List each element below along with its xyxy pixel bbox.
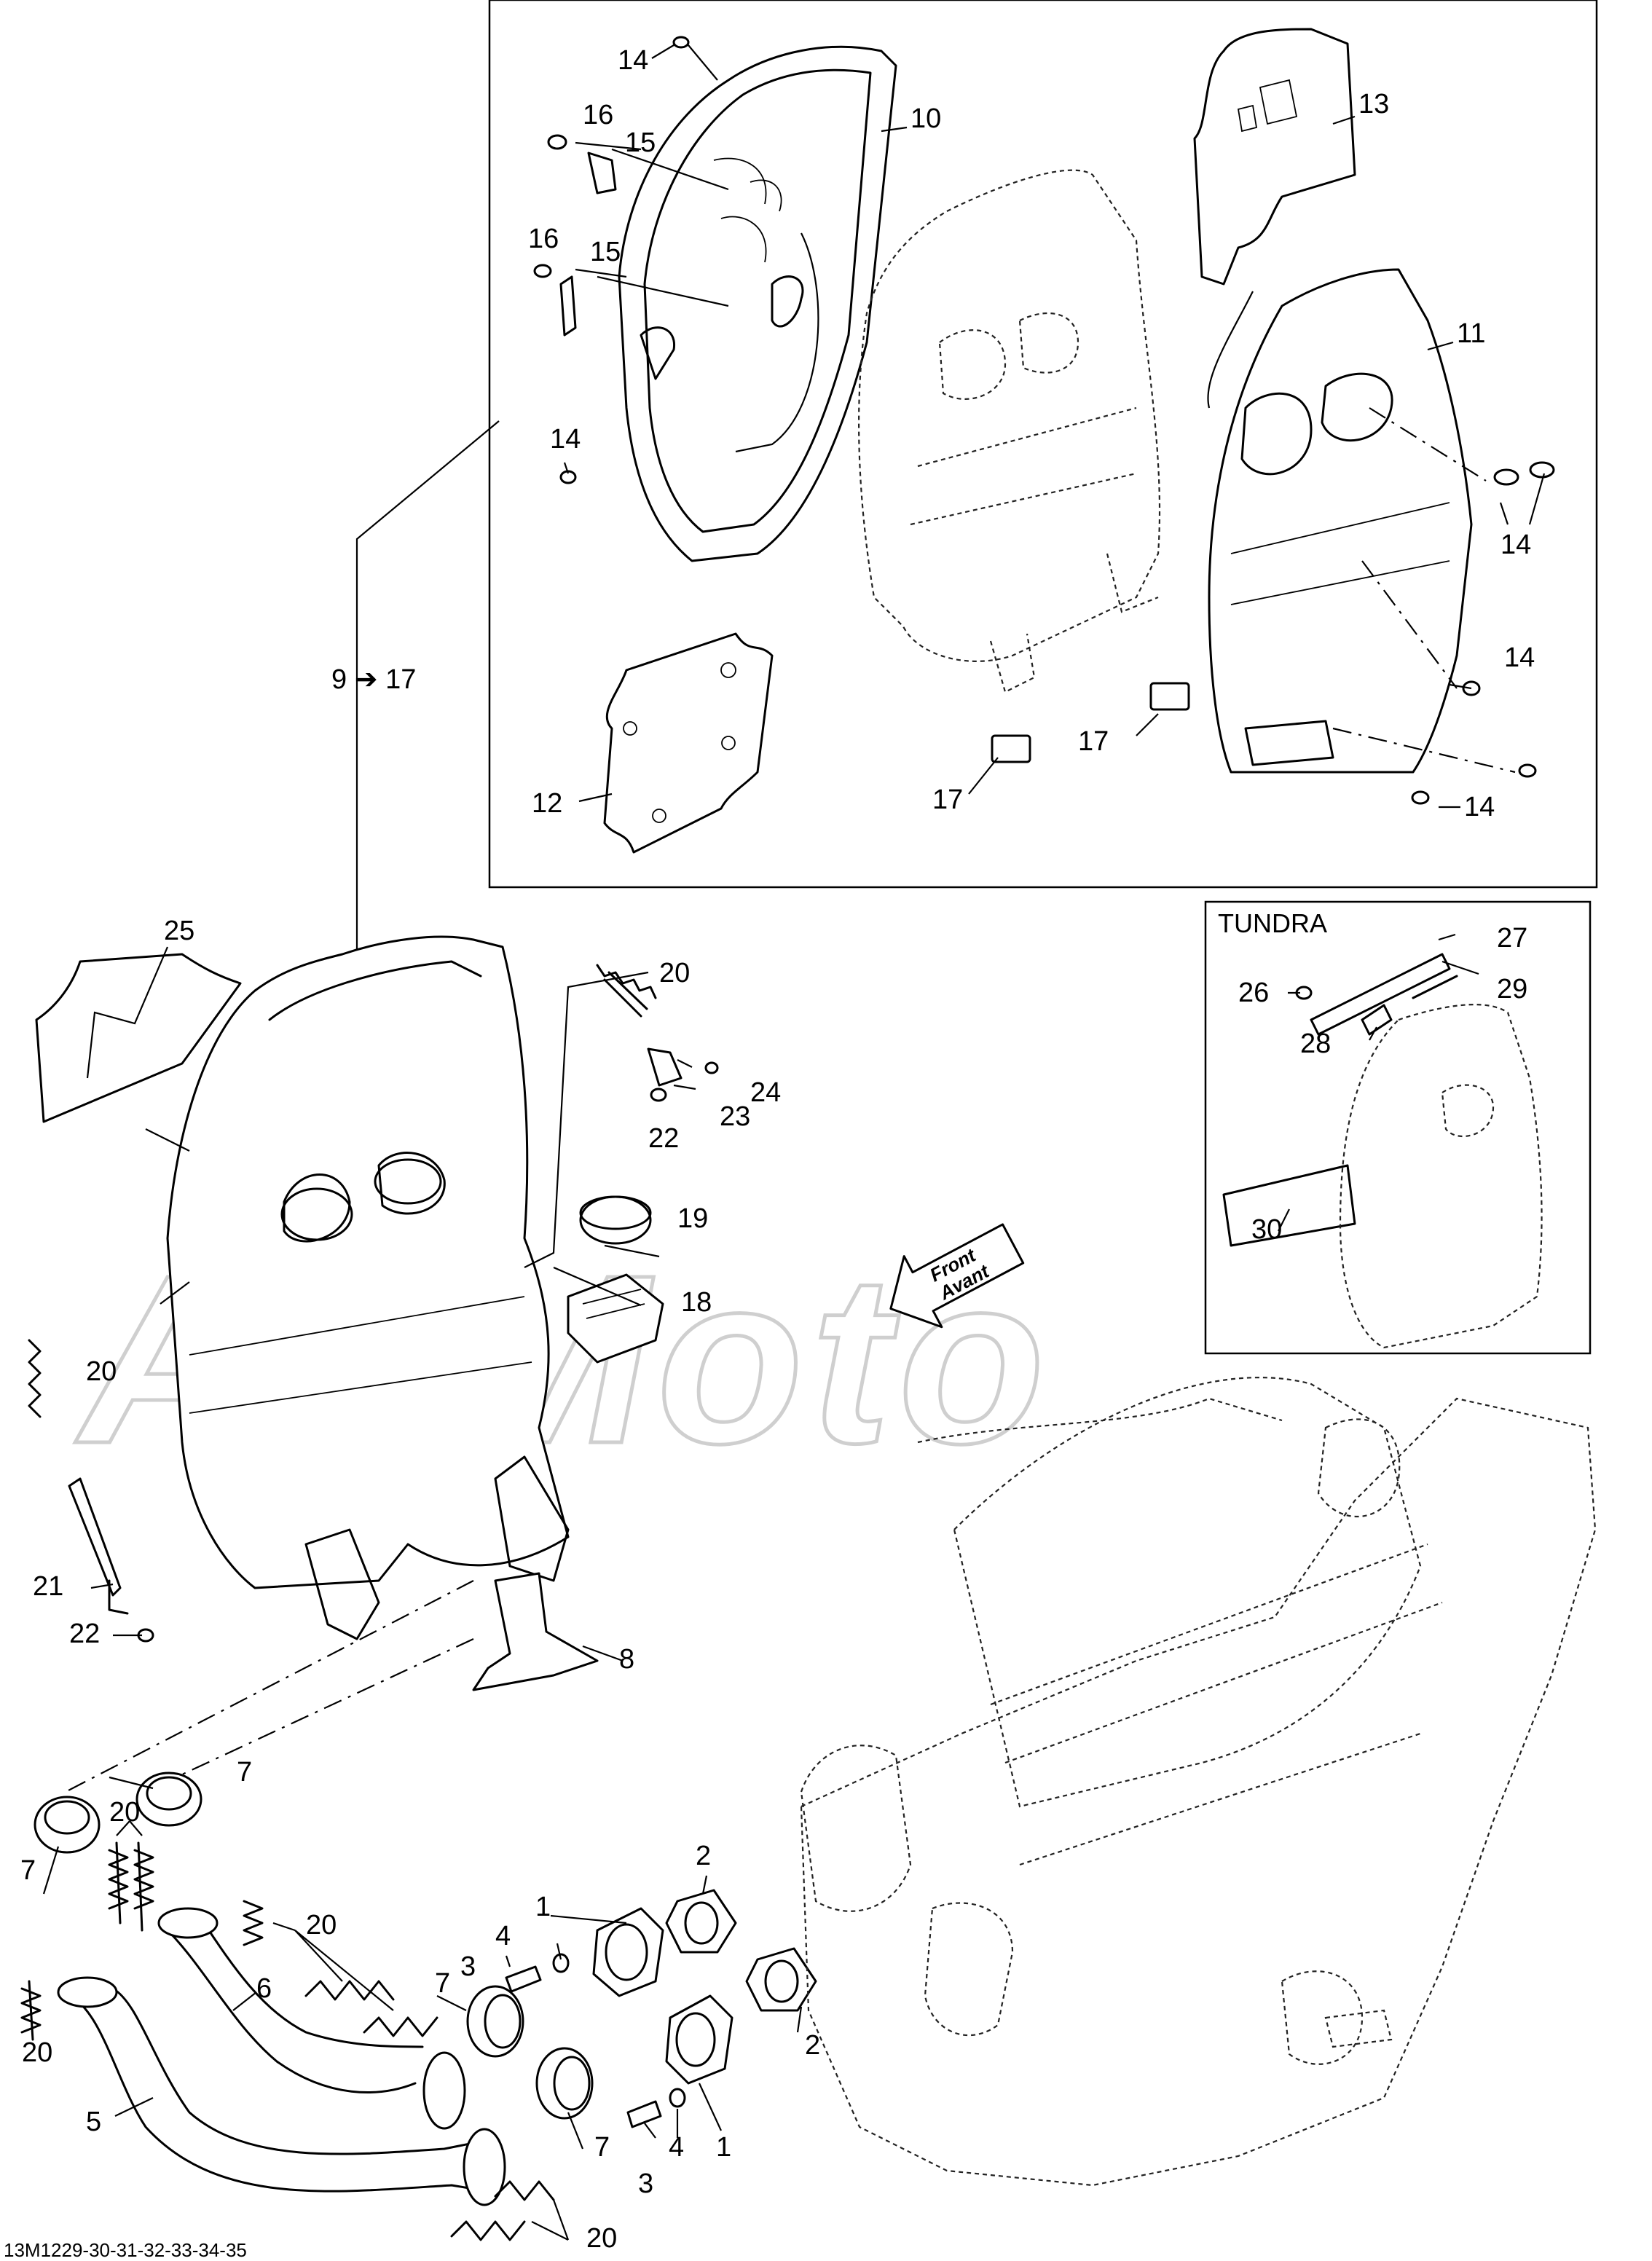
callout-25: 25 (164, 916, 194, 946)
callout-3b: 3 (638, 2168, 653, 2199)
exhaust-pipes[interactable] (57, 1907, 506, 2206)
cover-part-10[interactable] (618, 45, 897, 562)
callout-10: 10 (910, 103, 941, 134)
callout-23: 23 (720, 1101, 750, 1132)
callout-4b: 4 (669, 2132, 684, 2163)
callout-15a: 15 (625, 127, 656, 158)
engine-ghost (800, 1377, 1597, 2187)
callout-14d: 14 (1504, 642, 1535, 673)
callout-8: 8 (619, 1644, 634, 1675)
grommet-part-19[interactable] (579, 1195, 652, 1245)
callout-1a: 1 (535, 1892, 551, 1922)
spring-part-20[interactable] (28, 964, 657, 1418)
callout-7d: 7 (594, 2132, 610, 2163)
template-part-25[interactable] (35, 953, 242, 1123)
bolts-part-3[interactable] (505, 1965, 662, 2128)
bracket-part-21[interactable] (68, 1477, 129, 1615)
callout-21: 21 (33, 1571, 63, 1602)
callout-20d: 20 (306, 1910, 337, 1940)
leaders-top (350, 44, 1546, 1026)
callout-14a: 14 (618, 45, 648, 76)
callout-20b: 20 (86, 1356, 117, 1387)
callout-22a: 22 (69, 1619, 100, 1649)
flanges-part-1[interactable] (592, 1907, 733, 2085)
washer-part-24[interactable] (704, 1061, 719, 1074)
callout-15b: 15 (590, 237, 621, 267)
callout-17b: 17 (932, 785, 963, 815)
damper-block-17b[interactable] (1149, 682, 1190, 711)
callout-20c: 20 (109, 1797, 140, 1828)
callout-19: 19 (677, 1203, 708, 1234)
callout-29: 29 (1497, 974, 1527, 1004)
callout-5: 5 (86, 2107, 101, 2137)
callout-18: 18 (681, 1287, 712, 1318)
damper-block-17a[interactable] (991, 734, 1031, 763)
damper-part-18[interactable] (567, 1273, 664, 1364)
springs-bottom-20[interactable] (20, 1841, 555, 2241)
washers-part-4[interactable] (552, 1953, 686, 2108)
reference-code: 13M1229-30-31-32-33-34-35 (4, 2239, 247, 2261)
callout-4a: 4 (495, 1921, 511, 1951)
tundra-title: TUNDRA (1218, 908, 1327, 938)
callout-6: 6 (256, 1973, 272, 2004)
heat-shield-part-11[interactable] (1208, 268, 1473, 774)
callout-13: 13 (1358, 89, 1389, 119)
callout-16b: 16 (528, 224, 559, 254)
silencer-main[interactable] (166, 935, 570, 1640)
callout-2b: 2 (805, 2030, 820, 2061)
callout-12: 12 (532, 788, 562, 819)
callout-11: 11 (1457, 318, 1485, 349)
bracket-part-23[interactable] (647, 1047, 683, 1087)
plate-part-8[interactable] (472, 1572, 599, 1691)
callout-2a: 2 (696, 1841, 711, 1871)
leaders-main (65, 946, 696, 1793)
gasket-part-13[interactable] (1193, 28, 1356, 286)
callout-30: 30 (1251, 1214, 1282, 1245)
silencer-ghost-center (858, 169, 1161, 693)
callout-7b: 7 (20, 1855, 36, 1886)
screw-part-22b[interactable] (650, 1088, 667, 1102)
callout-labels: 14 10 13 16 15 16 15 11 14 14 9 ➔ 17 14 … (4, 45, 1535, 2261)
callout-9-17: 9 ➔ 17 (331, 664, 416, 695)
callout-20e: 20 (22, 2037, 52, 2068)
callout-3a: 3 (460, 1951, 476, 1982)
callout-7a: 7 (237, 1757, 252, 1788)
fasteners-14-15-16 (533, 36, 1555, 805)
tundra-parts (1222, 953, 1543, 1349)
callout-27: 27 (1497, 923, 1527, 953)
gaskets-part-2[interactable] (665, 1889, 817, 2012)
leaders-tundra (1278, 933, 1479, 1232)
seal-rings-part-7[interactable] (34, 1772, 594, 2120)
callout-14b: 14 (550, 424, 581, 455)
callout-14c: 14 (1500, 530, 1531, 560)
callout-20f: 20 (586, 2223, 617, 2254)
pad-part-12[interactable] (603, 632, 774, 854)
callout-22b: 22 (648, 1123, 679, 1154)
callout-1b: 1 (716, 2132, 731, 2163)
tundra-inset-frame (1204, 900, 1592, 1355)
callout-28: 28 (1300, 1029, 1331, 1059)
callout-16a: 16 (583, 100, 613, 130)
callout-24: 24 (750, 1077, 781, 1108)
callout-14e: 14 (1464, 792, 1495, 822)
callout-17a: 17 (1078, 726, 1109, 757)
callout-7c: 7 (435, 1968, 450, 1999)
leaders-bottom (42, 1776, 803, 2241)
callout-26: 26 (1238, 978, 1269, 1008)
detail-box-frame (488, 0, 1598, 889)
callout-20a: 20 (659, 958, 690, 988)
